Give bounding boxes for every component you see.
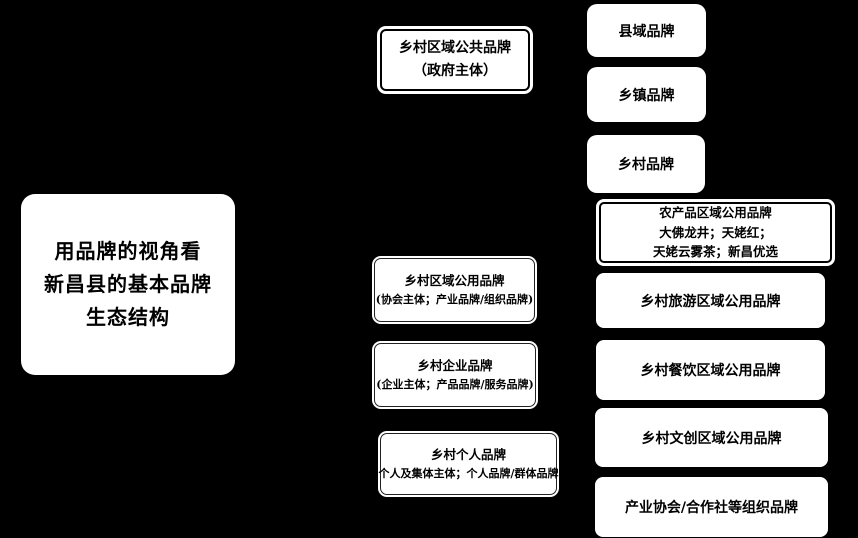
node-catering-brand: 乡村餐饮区域公用品牌 <box>596 340 825 400</box>
node-cultural-brand: 乡村文创区域公用品牌 <box>595 408 828 467</box>
node-title: 乡村区域公用品牌 <box>404 273 505 288</box>
node-village-brand: 乡村品牌 <box>587 135 705 193</box>
node-county-brand: 县域品牌 <box>587 4 706 57</box>
node-label: 乡村旅游区域公用品牌 <box>640 293 781 310</box>
node-tourism-brand: 乡村旅游区域公用品牌 <box>596 273 825 328</box>
node-association-brand: 产业协会/合作社等组织品牌 <box>595 477 828 537</box>
node-label: 乡镇品牌 <box>618 87 675 104</box>
node-title: 乡村区域公共品牌 <box>399 40 511 56</box>
node-label: 乡村餐饮区域公用品牌 <box>640 363 781 379</box>
root-line-1: 用品牌的视角看 <box>54 239 202 263</box>
root-line-3: 生态结构 <box>86 305 170 329</box>
node-agri-products-brand: 农产品区域公用品牌 大佛龙井；天姥红； 天姥云雾茶；新昌优选 <box>599 202 832 263</box>
node-title: 乡村个人品牌 <box>430 447 506 462</box>
node-regional-brand-assoc: 乡村区域公用品牌 (协会主体；产业品牌/组织品牌) <box>374 258 535 322</box>
root-line-2: 新昌县的基本品牌 <box>44 272 212 296</box>
node-subtitle: (个人及集体主体；个人品牌/群体品牌) <box>373 467 564 480</box>
node-township-brand: 乡镇品牌 <box>587 67 706 122</box>
node-subtitle: (协会主体；产业品牌/组织品牌) <box>375 293 534 306</box>
node-label: 县域品牌 <box>618 23 675 40</box>
node-root: 用品牌的视角看 新昌县的基本品牌 生态结构 <box>21 194 235 375</box>
node-personal-brand: 乡村个人品牌 (个人及集体主体；个人品牌/群体品牌) <box>373 433 564 495</box>
node-title: 乡村企业品牌 <box>417 358 493 373</box>
node-line-2: 大佛龙井；天姥红； <box>659 224 772 240</box>
node-subtitle: （政府主体） <box>413 63 497 79</box>
node-label: 乡村文创区域公用品牌 <box>641 430 782 447</box>
node-line-3: 天姥云雾茶；新昌优选 <box>652 244 778 260</box>
node-enterprise-brand: 乡村企业品牌 (企业主体；产品品牌/服务品牌) <box>374 343 536 407</box>
node-label: 乡村品牌 <box>618 157 674 173</box>
node-line-1: 农产品区域公用品牌 <box>659 205 772 221</box>
node-label: 产业协会/合作社等组织品牌 <box>624 500 799 516</box>
node-subtitle: (企业主体；产品品牌/服务品牌) <box>376 378 534 391</box>
node-public-brand-gov: 乡村区域公共品牌 （政府主体） <box>380 29 530 91</box>
